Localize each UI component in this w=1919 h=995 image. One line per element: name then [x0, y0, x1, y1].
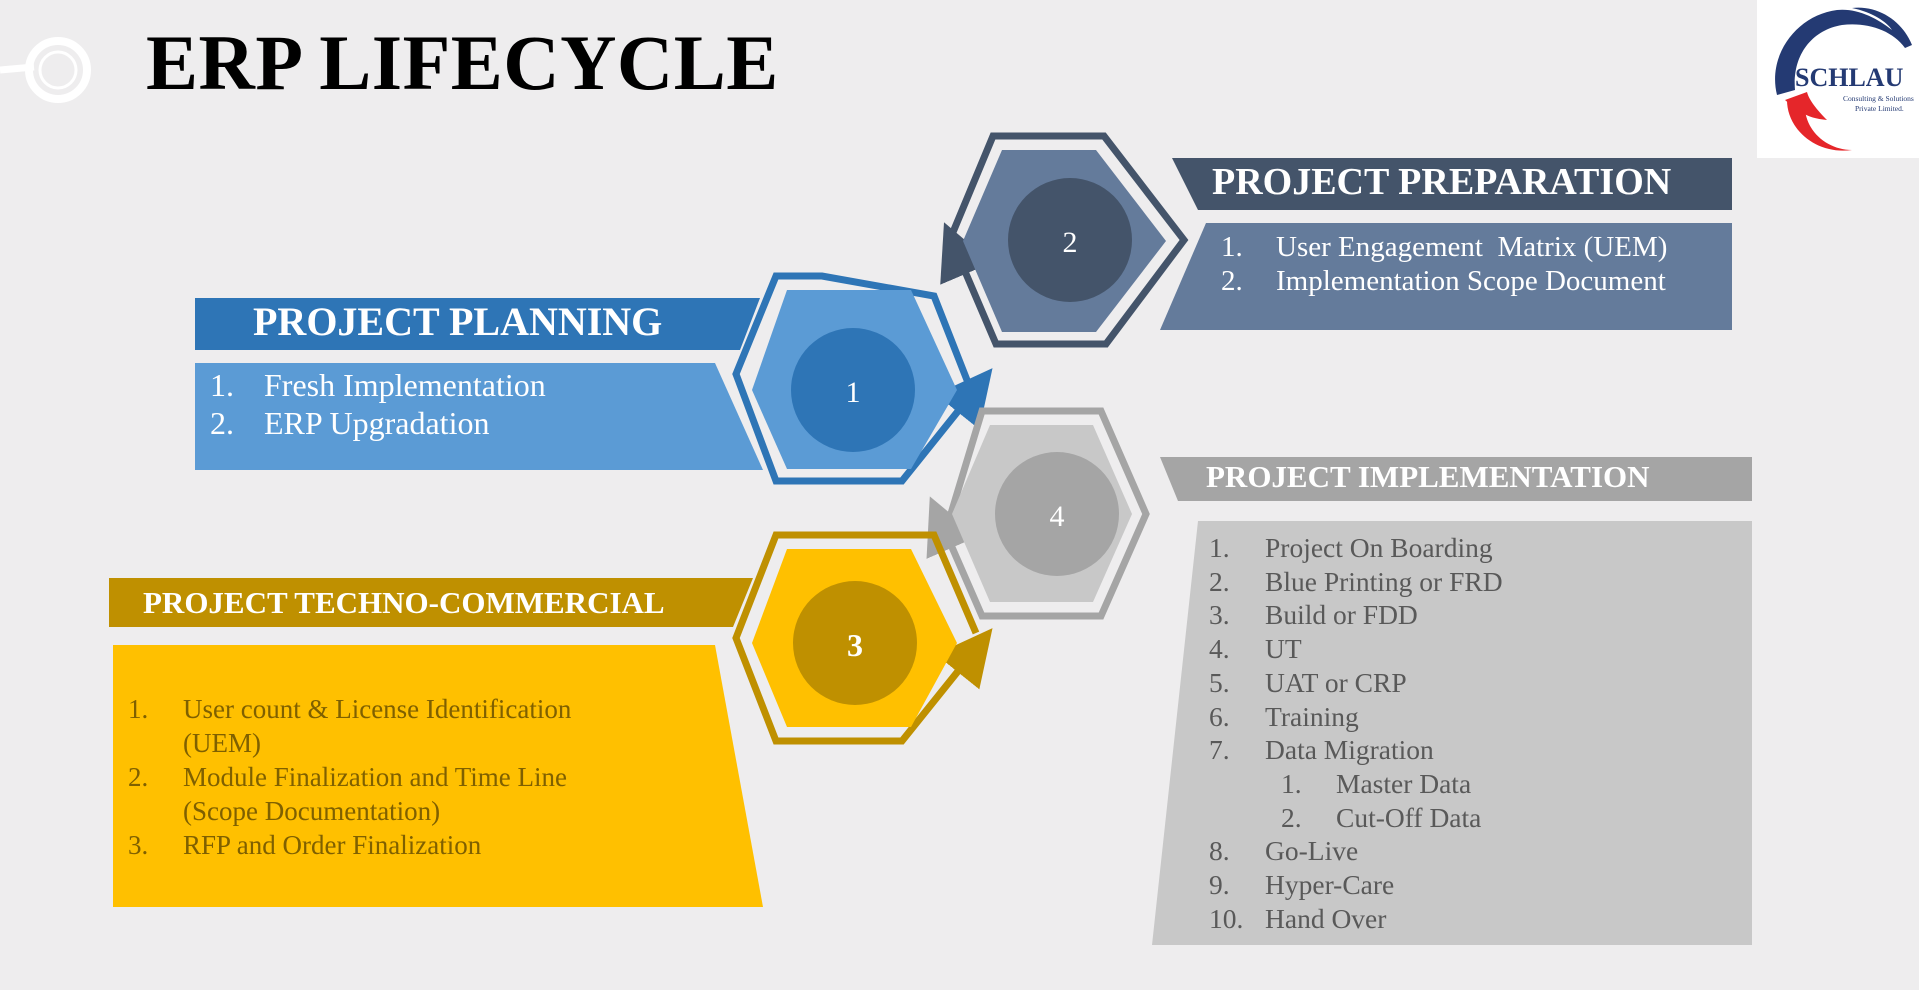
page-title: ERP LIFECYCLE [146, 19, 779, 106]
decorative-ring-icon [0, 37, 91, 103]
techno-shapes [109, 578, 763, 907]
list-item: 6.Training [1209, 700, 1359, 732]
list-item: 1.User count & License Identification(UE… [128, 694, 572, 758]
list-item: 2.Module Finalization and Time Line(Scop… [128, 762, 567, 826]
techno-body-panel [113, 645, 763, 907]
techno-heading-bar [109, 578, 753, 627]
dolphin-logo-icon: SCHLAU Consulting & Solutions Private Li… [1775, 7, 1914, 151]
hexagon-3: 3 [732, 531, 993, 745]
sub-list-item: 1.Master Data [1281, 767, 1472, 799]
hexagon-2: 2 [940, 132, 1189, 348]
list-item: 2.ERP Upgradation [210, 405, 490, 441]
hexagon-2-number: 2 [1063, 226, 1078, 259]
list-item: 1.User Engagement Matrix (UEM) [1221, 231, 1668, 263]
logo-tagline-2: Private Limited. [1855, 104, 1904, 113]
sub-list-item: 2.Cut-Off Data [1281, 801, 1482, 833]
preparation-body-panel [1160, 223, 1732, 330]
list-item: 10.Hand Over [1209, 902, 1387, 934]
logo-wordmark: SCHLAU [1795, 63, 1904, 92]
list-item: 7.Data Migration [1209, 734, 1434, 766]
company-logo: SCHLAU Consulting & Solutions Private Li… [1757, 0, 1919, 158]
planning-heading: PROJECT PLANNING [253, 299, 663, 344]
list-item: 8.Go-Live [1209, 835, 1359, 867]
implementation-heading: PROJECT IMPLEMENTATION [1206, 459, 1650, 494]
planning-heading-bar [195, 298, 760, 350]
hexagon-1: 1 [732, 272, 993, 485]
planning-list: 1.Fresh Implementation 2.ERP Upgradation [210, 366, 546, 442]
preparation-list: 1.User Engagement Matrix (UEM) 2.Impleme… [1221, 230, 1667, 298]
hexagon-1-number: 1 [846, 376, 861, 409]
list-item: 3.Build or FDD [1209, 599, 1418, 631]
hexagon-4-number: 4 [1050, 500, 1065, 533]
hexagon-4: 4 [926, 407, 1150, 620]
list-item: 9.Hyper-Care [1209, 869, 1395, 901]
preparation-heading: PROJECT PREPARATION [1212, 161, 1672, 203]
preparation-heading-bar [1172, 158, 1732, 210]
implementation-heading-bar [1160, 457, 1752, 501]
list-item: 4.UT [1209, 633, 1302, 665]
hexagon-3-number: 3 [847, 627, 863, 663]
implementation-list: 1.Project On Boarding 2.Blue Printing or… [1209, 531, 1503, 935]
list-item: 5.UAT or CRP [1209, 666, 1407, 698]
planning-shapes [195, 298, 763, 470]
preparation-shapes [1160, 158, 1732, 330]
list-item: 1.Fresh Implementation [210, 367, 546, 403]
planning-body-panel [195, 363, 763, 470]
implementation-body-panel [1152, 521, 1752, 945]
list-item: 3.RFP and Order Finalization [128, 830, 482, 860]
list-item: 2.Implementation Scope Document [1221, 265, 1666, 297]
techno-list: 1.User count & License Identification(UE… [128, 692, 571, 862]
list-item: 2.Blue Printing or FRD [1209, 565, 1503, 597]
list-item: 1.Project On Boarding [1209, 532, 1493, 563]
techno-heading: PROJECT TECHNO-COMMERCIAL [143, 585, 665, 620]
implementation-shapes [1152, 457, 1752, 945]
logo-tagline-1: Consulting & Solutions [1843, 94, 1914, 103]
